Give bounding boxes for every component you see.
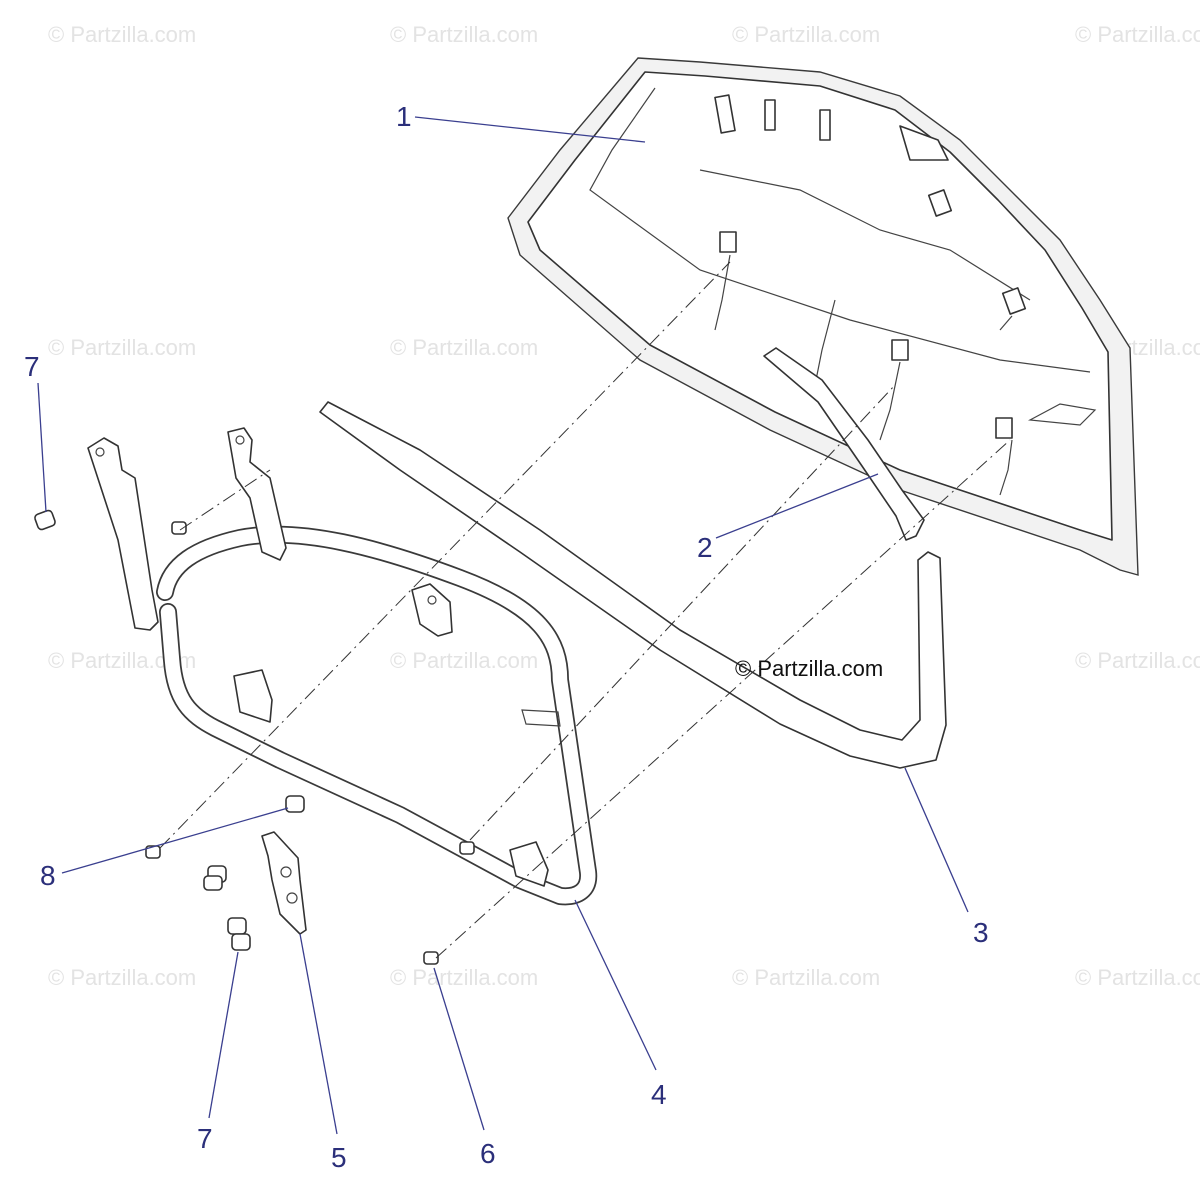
watermark: © Partzilla.com [1075,22,1200,47]
watermark: © Partzilla.com [732,965,880,990]
alignment-lines [159,261,1011,959]
callout-2: 2 [697,532,713,563]
part-7-screw [203,865,251,951]
watermark: © Partzilla.com [732,22,880,47]
leader-line-2 [715,473,879,539]
watermark: © Partzilla.com [1075,648,1200,673]
callouts: 1 2 3 4 5 6 7 7 8 [24,101,989,1173]
watermark: © Partzilla.com [390,965,538,990]
leader-line-7a [37,382,47,513]
fasteners [34,509,475,965]
leader-line-1 [414,116,646,143]
leader-line-3 [904,767,969,913]
callout-8: 8 [40,860,56,891]
watermark: © Partzilla.com [48,335,196,360]
leader-lines [37,116,969,1135]
part-3-seal-strip [319,401,947,769]
callout-7: 7 [197,1123,213,1154]
part-6-screw [423,951,439,965]
part-2-seal-strip [763,347,925,541]
watermark: © Partzilla.com [1075,965,1200,990]
screw [145,845,161,859]
screw [171,521,187,535]
part-1-panel [507,57,1139,576]
center-watermark: © Partzilla.com [735,656,883,681]
callout-1: 1 [396,101,412,132]
callout-3: 3 [973,917,989,948]
screw [459,841,475,855]
callout-4: 4 [651,1079,667,1110]
leader-line-4 [574,899,657,1071]
watermark: © Partzilla.com [390,648,538,673]
watermark: © Partzilla.com [390,22,538,47]
part-8-clip [285,795,305,813]
watermark: © Partzilla.com [48,22,196,47]
callout-7: 7 [24,351,40,382]
watermark: © Partzilla.com [48,965,196,990]
leader-line-6 [433,967,485,1131]
callout-5: 5 [331,1142,347,1173]
callout-6: 6 [480,1138,496,1169]
leader-line-8 [61,807,289,874]
watermark: © Partzilla.com [390,335,538,360]
part-7-screw [34,509,56,531]
leader-line-7b [208,951,239,1119]
part-5-bracket [261,831,307,935]
watermark-layer: © Partzilla.com © Partzilla.com © Partzi… [48,22,1200,990]
leader-line-5 [299,933,338,1135]
part-4-tube-frame [87,427,598,906]
